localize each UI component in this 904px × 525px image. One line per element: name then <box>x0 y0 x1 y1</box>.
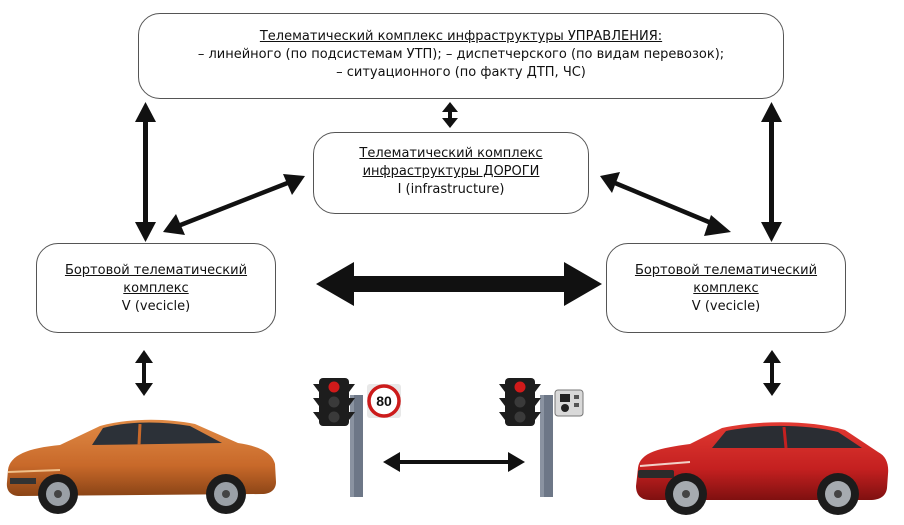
road-box-line3: I (infrastructure) <box>397 182 505 197</box>
left-box-title-line1: Бортовой телематический <box>64 263 248 278</box>
road-infrastructure-box: Телематический комплекс инфраструктуры Д… <box>313 132 589 214</box>
left-onboard-box: Бортовой телематический комплекс V (veci… <box>36 243 276 333</box>
arrow-top-left-vertical <box>135 102 156 242</box>
speed-limit-sign-icon: 80 <box>367 384 401 418</box>
right-box-line3: V (vecicle) <box>691 299 761 314</box>
arrow-middle-left-diagonal <box>163 174 305 235</box>
left-box-line3: V (vecicle) <box>121 299 191 314</box>
right-car-image <box>636 422 889 515</box>
arrow-right-box-car <box>763 350 781 396</box>
arrow-infrastructure-link <box>383 452 525 472</box>
arrow-middle-right-diagonal <box>600 172 731 236</box>
right-box-title-line2: комплекс <box>693 281 759 296</box>
arrow-vehicle-to-vehicle <box>316 262 602 306</box>
right-traffic-light-icon <box>499 378 541 426</box>
left-traffic-light-icon <box>313 378 355 426</box>
management-box-line1: – линейного (по подсистемам УТП); – дисп… <box>197 47 725 62</box>
left-car-image <box>6 419 277 514</box>
management-box-title: Телематический комплекс инфраструктуры У… <box>259 29 663 44</box>
right-onboard-box: Бортовой телематический комплекс V (veci… <box>606 243 846 333</box>
management-infrastructure-box: Телематический комплекс инфраструктуры У… <box>138 13 784 99</box>
right-box-title-line1: Бортовой телематический <box>634 263 818 278</box>
arrow-left-box-car <box>135 350 153 396</box>
road-box-title-line1: Телематический комплекс <box>359 146 543 161</box>
traffic-camera-icon <box>554 389 584 417</box>
speed-limit-value: 80 <box>376 393 392 409</box>
arrow-top-middle-vertical <box>442 102 458 128</box>
road-box-title-line2: инфраструктуры ДОРОГИ <box>362 164 540 179</box>
left-traffic-pole <box>350 395 363 497</box>
management-box-line2: – ситуационного (по факту ДТП, ЧС) <box>336 65 586 80</box>
arrow-top-right-vertical <box>761 102 782 242</box>
left-box-title-line2: комплекс <box>123 281 189 296</box>
right-traffic-pole <box>540 395 553 497</box>
